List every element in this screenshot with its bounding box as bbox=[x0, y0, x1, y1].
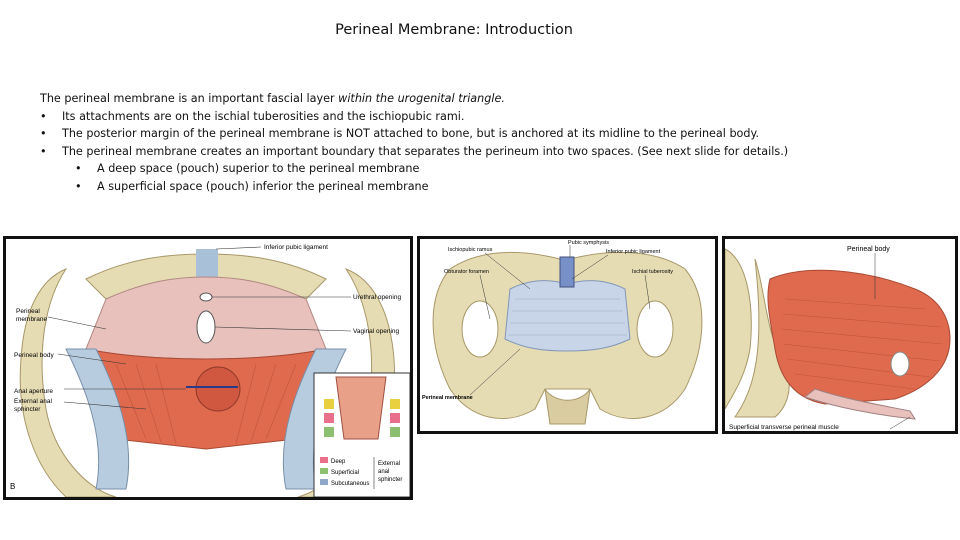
inset-label-1: External bbox=[378, 461, 400, 467]
label-superficial-transverse: Superficial transverse perineal muscle bbox=[729, 424, 839, 431]
bullet-text: The posterior margin of the perineal mem… bbox=[62, 127, 760, 140]
label-perineal-membrane-2: Perineal membrane bbox=[422, 395, 473, 401]
label-inferior-pubic-ligament: Inferior pubic ligament bbox=[264, 244, 328, 251]
anatomy-illustration-2: Pubic symphysis Ischiopubic ramus Inferi… bbox=[422, 240, 703, 425]
sub-bullet-text: A deep space (pouch) superior to the per… bbox=[97, 162, 420, 175]
bullet-text: Its attachments are on the ischial tuber… bbox=[62, 109, 465, 123]
label-vaginal-opening: Vaginal opening bbox=[353, 328, 400, 335]
label-anal-aperture: Anal aperture bbox=[14, 388, 53, 395]
bullet-item: • The perineal membrane creates an import… bbox=[40, 143, 940, 161]
slide-body: The perineal membrane is an important fa… bbox=[40, 90, 940, 195]
label-perineal-body: Perineal body bbox=[14, 352, 54, 359]
sub-bullet-text: A superficial space (pouch) inferior the… bbox=[97, 179, 429, 193]
sub-bullet-item: • A superficial space (pouch) inferior th… bbox=[40, 178, 940, 196]
bullet-text: The perineal membrane creates an importa… bbox=[62, 144, 789, 158]
figure-perineal-membrane-inferior-view: Inferior pubic ligament Perineal membran… bbox=[3, 236, 413, 500]
inset-label-3: sphincter bbox=[378, 477, 402, 483]
bullet-icon: • bbox=[40, 109, 47, 123]
label-pubic-symphysis: Pubic symphysis bbox=[568, 240, 609, 246]
label-obturator-foramen: Obturator foramen bbox=[444, 269, 489, 275]
bullet-item: • Its attachments are on the ischial tube… bbox=[40, 108, 940, 126]
legend-subcutaneous: Subcutaneous bbox=[331, 481, 369, 487]
inset-label-2: anal bbox=[378, 469, 389, 475]
bullet-icon: • bbox=[75, 162, 82, 175]
label-ischiopubic-ramus: Ischiopubic ramus bbox=[448, 247, 493, 253]
intro-line: The perineal membrane is an important fa… bbox=[40, 90, 940, 108]
label-inferior-pubic-ligament-2: Inferior pubic ligament bbox=[606, 249, 661, 255]
label-external-anal-sphincter-1: External anal bbox=[14, 398, 52, 405]
bullet-icon: • bbox=[40, 144, 47, 158]
figure-pelvis-membrane-attachments: Pubic symphysis Ischiopubic ramus Inferi… bbox=[417, 236, 718, 434]
legend-swatch-deep bbox=[320, 457, 328, 463]
slide-title: Perineal Membrane: Introduction bbox=[335, 22, 573, 38]
sub-bullet-item: • A deep space (pouch) superior to the pe… bbox=[40, 160, 940, 178]
bullet-icon: • bbox=[75, 179, 82, 193]
label-external-anal-sphincter-2: sphincter bbox=[14, 406, 41, 413]
intro-plain: The perineal membrane is an important fa… bbox=[40, 92, 339, 105]
legend-swatch-subcutaneous bbox=[320, 479, 328, 485]
label-perineal-membrane-2: membrane bbox=[16, 316, 47, 323]
legend-superficial: Superficial bbox=[331, 470, 359, 476]
label-perineal-body-3: Perineal body bbox=[847, 246, 890, 253]
bullet-icon: • bbox=[40, 127, 47, 140]
legend-swatch-superficial bbox=[320, 468, 328, 474]
anatomy-illustration-1: Inferior pubic ligament Perineal membran… bbox=[10, 244, 410, 497]
label-perineal-membrane-1: Perineal bbox=[16, 308, 40, 315]
label-ischial-tuberosity: Ischial tuberosity bbox=[632, 269, 673, 275]
legend-deep: Deep bbox=[331, 459, 346, 465]
bullet-item: • The posterior margin of the perineal me… bbox=[40, 125, 940, 143]
anatomy-illustration-3: Perineal body Superficial transverse per… bbox=[725, 246, 951, 431]
intro-italic: within the urogenital triangle. bbox=[338, 92, 505, 105]
label-urethral-opening: Urethral opening bbox=[353, 294, 401, 301]
inset-sphincter-detail: Deep Superficial Subcutaneous External a… bbox=[313, 372, 410, 497]
panel-letter: B bbox=[10, 482, 15, 491]
figure-perineal-body-muscles: Perineal body Superficial transverse per… bbox=[722, 236, 958, 434]
